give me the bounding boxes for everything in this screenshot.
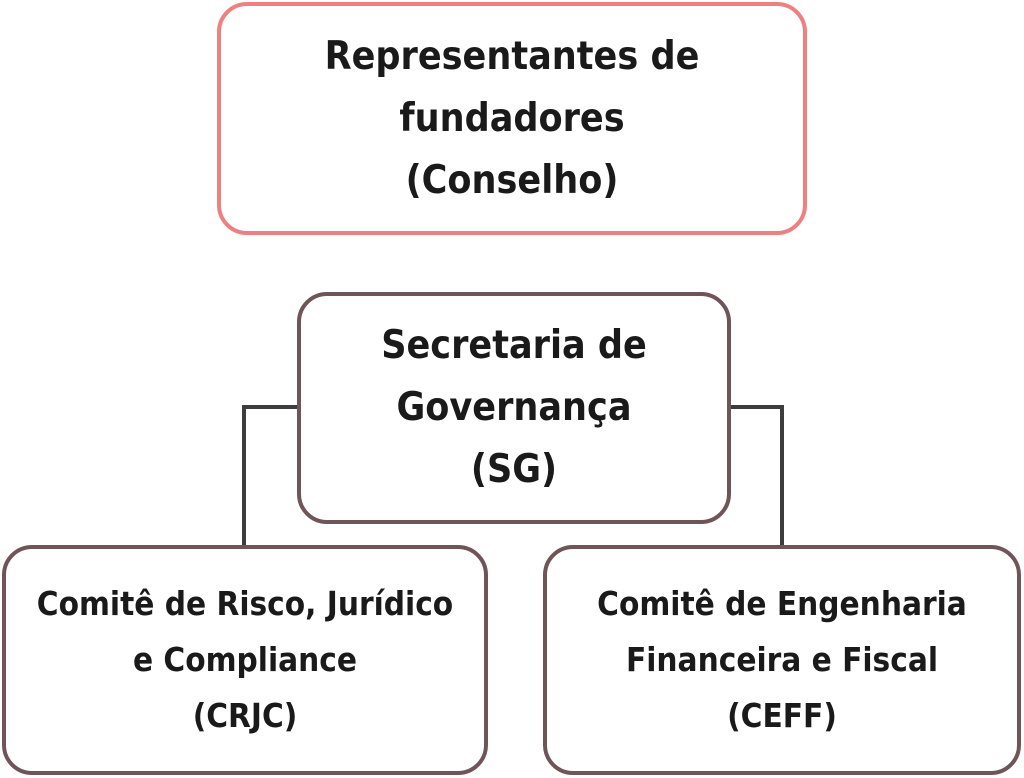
council-title-line-1: Representantes de (324, 33, 700, 79)
sg-title-line-1: Secretaria de (381, 323, 647, 368)
crjc-title-line-1: Comitê de Risco, Jurídico (36, 584, 454, 623)
connector-sg-ceff (731, 405, 784, 545)
council-title-line-3: (Conselho) (405, 157, 619, 203)
ceff-title-line-2: Financeira e Fiscal (625, 640, 939, 679)
connector-sg-crjc (242, 405, 297, 545)
council-title-line-2: fundadores (399, 95, 625, 141)
sg-node: Secretaria de Governança (SG) (297, 292, 731, 524)
ceff-title-line-1: Comitê de Engenharia (597, 584, 967, 623)
sg-title-line-3: (SG) (470, 447, 558, 492)
crjc-node: Comitê de Risco, Jurídico e Compliance (… (2, 545, 488, 775)
sg-title-line-2: Governança (396, 385, 632, 430)
ceff-node: Comitê de Engenharia Financeira e Fiscal… (543, 545, 1021, 775)
ceff-title-line-3: (CEFF) (727, 696, 837, 735)
crjc-title-line-3: (CRJC) (192, 696, 298, 735)
council-node: Representantes de fundadores (Conselho) (217, 2, 807, 235)
crjc-title-line-2: e Compliance (132, 640, 358, 679)
